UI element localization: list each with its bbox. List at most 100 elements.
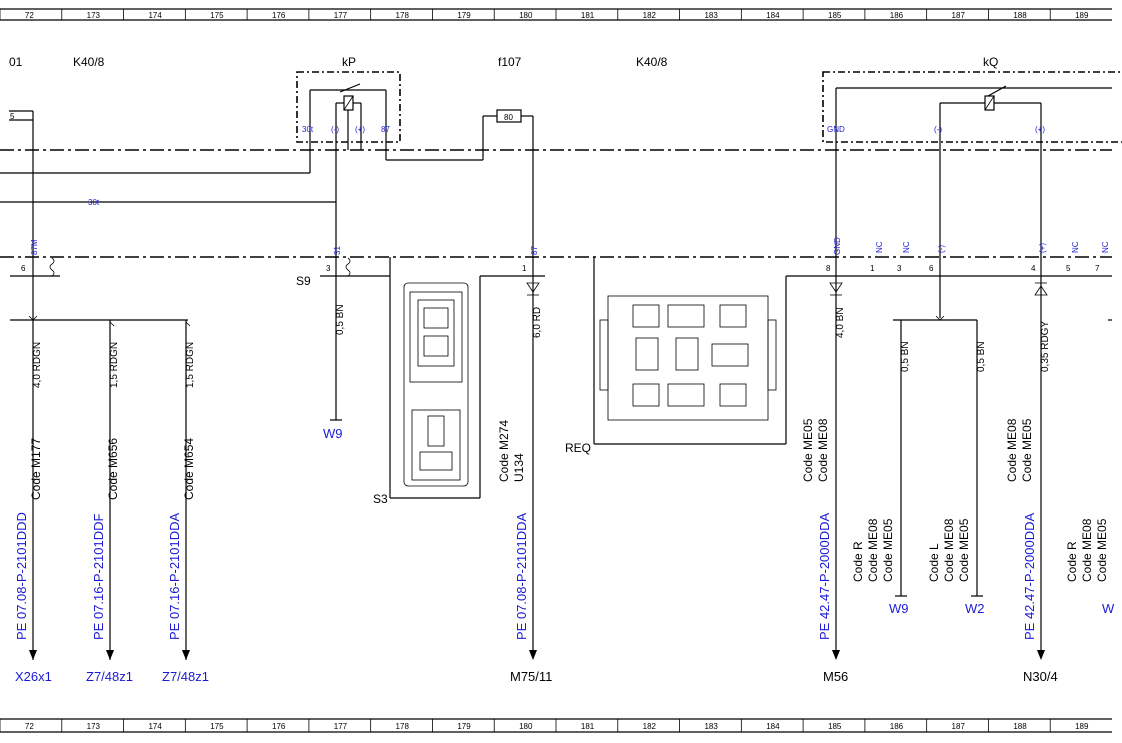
svg-text:1,5 RDGN: 1,5 RDGN <box>109 342 120 388</box>
target-labels[interactable]: X26x1 Z7/48z1 Z7/48z1 M75/11 M56 N30/4 W… <box>15 601 1115 684</box>
svg-text:Code ME08: Code ME08 <box>1080 518 1094 582</box>
label-req: REQ <box>565 441 591 455</box>
relay-kp: 30t (-) (+) 87 <box>296 71 401 150</box>
svg-text:NC: NC <box>902 241 911 253</box>
svg-text:U134: U134 <box>512 453 526 482</box>
pin-numbers: 6 3 1 8 1 3 6 4 5 7 <box>21 264 1100 273</box>
ruler-label: 178 <box>396 722 410 731</box>
svg-text:3: 3 <box>897 264 902 273</box>
svg-text:8: 8 <box>826 264 831 273</box>
code-labels: Code M177 Code M656 Code M654 Code M274 … <box>29 418 1109 582</box>
svg-text:4,0 BN: 4,0 BN <box>835 307 846 338</box>
svg-text:7: 7 <box>1095 264 1100 273</box>
svg-text:6: 6 <box>929 264 934 273</box>
kq-pin-minus: (-) <box>934 125 942 134</box>
ref-link-6[interactable]: PE 42.47-P-2000DDA <box>1022 512 1037 640</box>
svg-text:1: 1 <box>522 264 527 273</box>
relay-kq: GND (-) (+) <box>822 71 1122 150</box>
svg-text:0,5 BN: 0,5 BN <box>335 304 346 335</box>
svg-text:NC: NC <box>1071 241 1080 253</box>
ruler-label: 179 <box>457 11 471 20</box>
ruler-label: 181 <box>581 11 595 20</box>
target-w2[interactable]: W2 <box>965 601 985 616</box>
ref-link-2[interactable]: PE 07.16-P-2101DDF <box>91 513 106 640</box>
ruler-label: 185 <box>828 11 842 20</box>
svg-text:80: 80 <box>504 113 513 122</box>
ruler-label: 174 <box>148 722 162 731</box>
target-z7-48z1-a[interactable]: Z7/48z1 <box>86 669 133 684</box>
svg-text:Code ME05: Code ME05 <box>957 518 971 582</box>
header-kp: kP <box>342 55 356 69</box>
svg-text:4,0 RDGN: 4,0 RDGN <box>32 342 43 388</box>
connector-req-drawing <box>599 295 777 421</box>
ruler-label: 186 <box>890 11 904 20</box>
svg-text:87M: 87M <box>30 239 39 255</box>
kp-pin-plus: (+) <box>355 125 365 134</box>
ref-link-1[interactable]: PE 07.08-P-2101DDD <box>14 512 29 640</box>
target-n30-4: N30/4 <box>1023 669 1058 684</box>
svg-text:Code R: Code R <box>851 541 865 582</box>
fuse-f107: 80 <box>482 109 534 150</box>
ruler-label: 175 <box>210 11 224 20</box>
svg-text:Code ME05: Code ME05 <box>1095 518 1109 582</box>
target-m56: M56 <box>823 669 848 684</box>
arrows <box>29 282 1048 660</box>
ruler-label: 175 <box>210 722 224 731</box>
target-x26x1[interactable]: X26x1 <box>15 669 52 684</box>
kp-pin-30t: 30t <box>302 125 314 134</box>
ruler-label: 179 <box>457 722 471 731</box>
header-k40-left: K40/8 <box>73 55 105 69</box>
target-w-cut[interactable]: W <box>1102 601 1115 616</box>
ruler-label: 185 <box>828 722 842 731</box>
ruler-label: 180 <box>519 11 533 20</box>
svg-text:Code ME05: Code ME05 <box>801 418 815 482</box>
reference-labels[interactable]: PE 07.08-P-2101DDD PE 07.16-P-2101DDF PE… <box>14 512 1037 640</box>
svg-text:NC: NC <box>1101 241 1110 253</box>
ruler-label: 186 <box>890 722 904 731</box>
label-s3: S3 <box>373 492 388 506</box>
svg-text:1,5 RDGN: 1,5 RDGN <box>185 342 196 388</box>
ruler-label: 189 <box>1075 11 1089 20</box>
ruler-label: 188 <box>1013 11 1027 20</box>
ref-link-3[interactable]: PE 07.16-P-2101DDA <box>167 512 182 640</box>
svg-text:6,0 RD: 6,0 RD <box>532 307 543 338</box>
ruler-label: 187 <box>952 722 966 731</box>
svg-text:(+): (+) <box>1038 243 1047 253</box>
svg-text:Code ME05: Code ME05 <box>1020 418 1034 482</box>
svg-text:1: 1 <box>870 264 875 273</box>
label-s9: S9 <box>296 274 311 288</box>
svg-text:5: 5 <box>1066 264 1071 273</box>
switch-s3-drawing <box>403 282 469 487</box>
svg-text:Code ME08: Code ME08 <box>1005 418 1019 482</box>
target-w9-left: W9 <box>323 426 343 441</box>
svg-text:(-): (-) <box>937 245 946 253</box>
ref-link-4[interactable]: PE 07.08-P-2101DDA <box>514 512 529 640</box>
ruler-label: 188 <box>1013 722 1027 731</box>
svg-text:Code M177: Code M177 <box>29 438 43 500</box>
ruler-label: 174 <box>148 11 162 20</box>
ruler-label: 72 <box>25 11 34 20</box>
ruler-label: 176 <box>272 722 286 731</box>
svg-text:0,35 RDGY: 0,35 RDGY <box>1040 321 1051 372</box>
ref-link-5[interactable]: PE 42.47-P-2000DDA <box>817 512 832 640</box>
svg-text:31: 31 <box>333 246 342 255</box>
svg-text:4: 4 <box>1031 264 1036 273</box>
target-z7-48z1-b[interactable]: Z7/48z1 <box>162 669 209 684</box>
svg-text:Code ME08: Code ME08 <box>816 418 830 482</box>
svg-text:Code M656: Code M656 <box>106 438 120 500</box>
kq-pin-plus: (+) <box>1035 125 1045 134</box>
svg-text:6: 6 <box>21 264 26 273</box>
svg-text:Code ME05: Code ME05 <box>881 518 895 582</box>
target-w9-right[interactable]: W9 <box>889 601 909 616</box>
kp-pin-minus: (-) <box>331 125 339 134</box>
ruler-label: 173 <box>87 722 101 731</box>
ruler-label: 183 <box>704 722 718 731</box>
svg-text:Code M654: Code M654 <box>182 438 196 500</box>
ruler-label: 184 <box>766 11 780 20</box>
ruler-label: 187 <box>952 11 966 20</box>
ruler-label: 182 <box>643 722 657 731</box>
svg-text:Code M274: Code M274 <box>497 420 511 482</box>
